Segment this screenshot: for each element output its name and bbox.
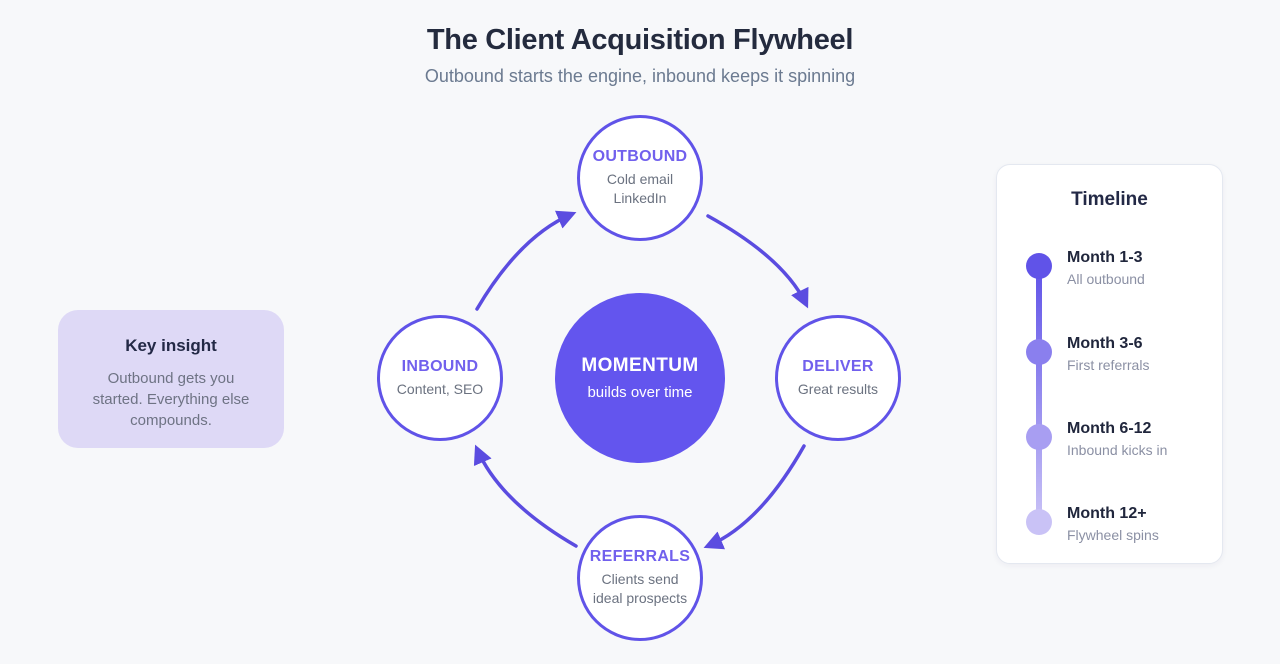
node-outbound-title: OUTBOUND [592,148,688,165]
momentum-subtitle: builds over time [587,384,693,401]
node-deliver-line: Great results [797,380,879,397]
arrow-deliver-to-referrals [703,444,806,550]
timeline-item-description: All outbound [1067,271,1145,287]
key-insight-card: Key insight Outbound gets you started. E… [58,310,284,448]
arrow-referrals-to-inbound [473,444,578,548]
node-inbound-line: Content, SEO [396,380,484,397]
timeline-item: Month 6-12 Inbound kicks in [1067,419,1212,461]
timeline-connector-line [1036,266,1042,522]
timeline-item-label: Month 6-12 [1067,420,1152,437]
node-outbound-line: Cold email [606,171,674,187]
momentum-center-node: MOMENTUM builds over time [555,293,725,463]
timeline-item: Month 12+ Flywheel spins [1067,504,1212,546]
node-referrals: REFERRALS Clients send ideal prospects [577,515,703,641]
node-outbound-line: LinkedIn [613,190,667,206]
timeline-item-description: First referrals [1067,357,1150,373]
arrow-outbound-to-deliver [706,214,809,309]
node-referrals-line: ideal prospects [592,590,688,606]
node-referrals-line: Clients send [601,571,679,587]
node-referrals-title: REFERRALS [589,548,691,565]
timeline-dot-month-1-3 [1026,253,1052,279]
node-inbound-title: INBOUND [401,357,479,375]
timeline-item-description: Inbound kicks in [1067,442,1168,458]
key-insight-title: Key insight [125,336,217,355]
timeline-item-description: Flywheel spins [1067,527,1159,543]
momentum-title: MOMENTUM [581,355,699,376]
node-deliver-title: DELIVER [802,357,874,375]
timeline-item: Month 1-3 All outbound [1067,248,1212,290]
timeline-dot-month-6-12 [1026,424,1052,450]
timeline-title: Timeline [1071,189,1148,210]
timeline-item-label: Month 3-6 [1067,335,1143,352]
page-subtitle: Outbound starts the engine, inbound keep… [424,66,856,86]
arrow-inbound-to-outbound [475,210,577,311]
node-outbound: OUTBOUND Cold email LinkedIn [577,115,703,241]
timeline-item-label: Month 12+ [1067,505,1147,522]
timeline-dot-month-12plus [1026,509,1052,535]
timeline-item: Month 3-6 First referrals [1067,334,1212,376]
key-insight-body: Outbound gets you started. Everything el… [92,370,250,429]
timeline-dot-month-3-6 [1026,339,1052,365]
node-inbound: INBOUND Content, SEO [377,315,503,441]
header: The Client Acquisition Flywheel Outbound… [0,24,1280,87]
timeline-card: Timeline Month 1-3 All outbound Month 3-… [996,164,1223,564]
timeline-item-label: Month 1-3 [1067,249,1143,266]
page-title: The Client Acquisition Flywheel [426,24,854,56]
node-deliver: DELIVER Great results [775,315,901,441]
